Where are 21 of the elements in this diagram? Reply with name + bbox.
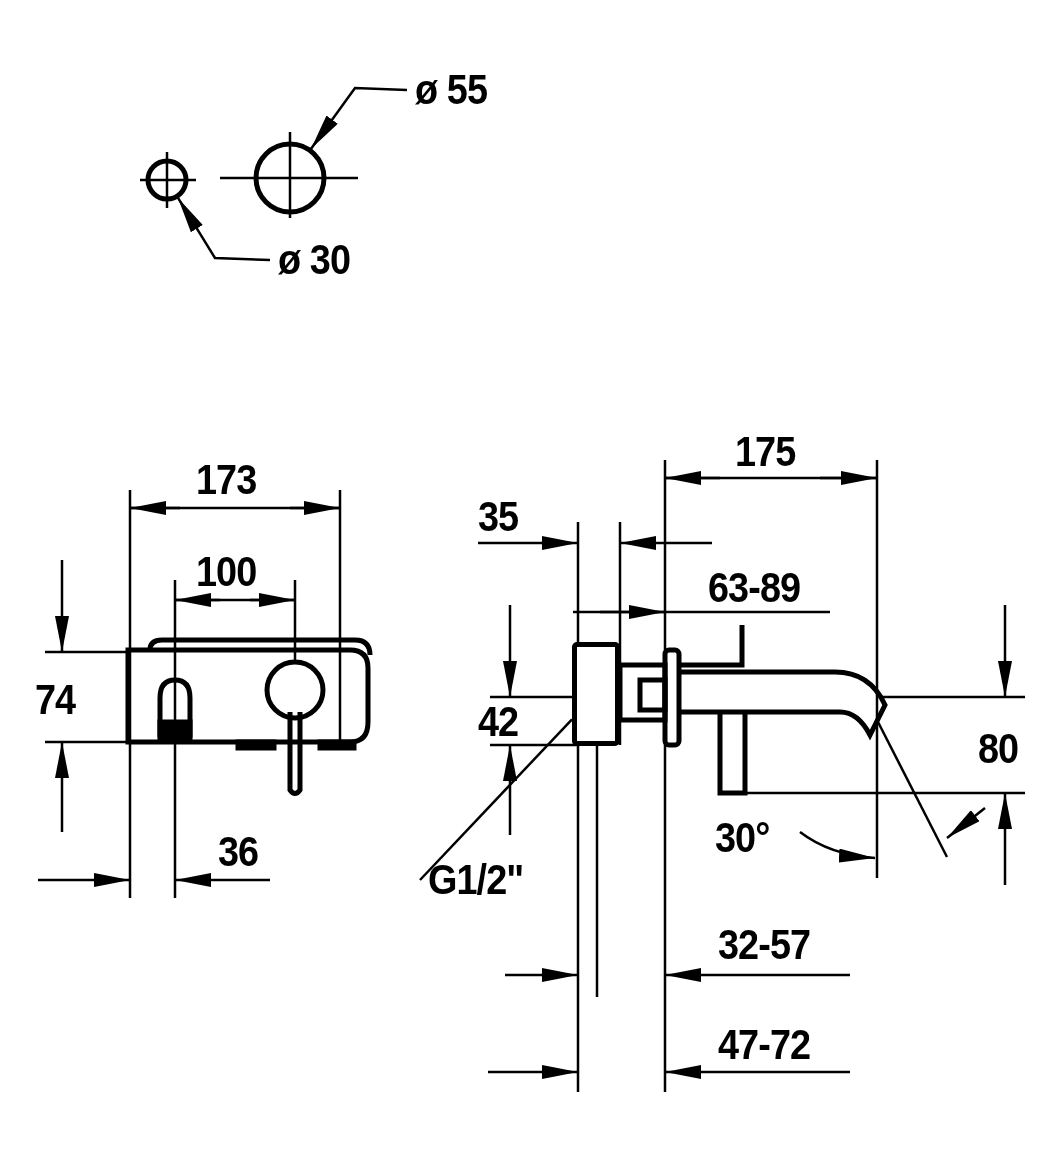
dimension-label: 74 (35, 678, 76, 722)
dimension-label: 175 (735, 430, 796, 474)
dimension-label: 63-89 (708, 566, 801, 610)
dimension-label: 100 (196, 550, 257, 594)
diameter-label: ø 55 (415, 68, 488, 112)
mounting-body (572, 642, 620, 746)
dimension-label: 80 (978, 727, 1019, 771)
thread-label: G1/2" (428, 858, 524, 902)
dimension-label: 32-57 (718, 923, 811, 967)
leader-line (419, 718, 573, 881)
dimension-label: 173 (196, 458, 257, 502)
hole-circle (253, 141, 327, 215)
diameter-label: ø 30 (278, 238, 351, 282)
hole-circle (145, 158, 189, 202)
angle-label: 30° (715, 816, 770, 860)
leader-line (310, 86, 408, 150)
dimension-label: 35 (478, 495, 519, 539)
dimension-label: 42 (478, 700, 519, 744)
leader-line (176, 197, 271, 262)
dimension-label: 36 (218, 830, 259, 874)
dimension-label: 47-72 (718, 1023, 811, 1067)
